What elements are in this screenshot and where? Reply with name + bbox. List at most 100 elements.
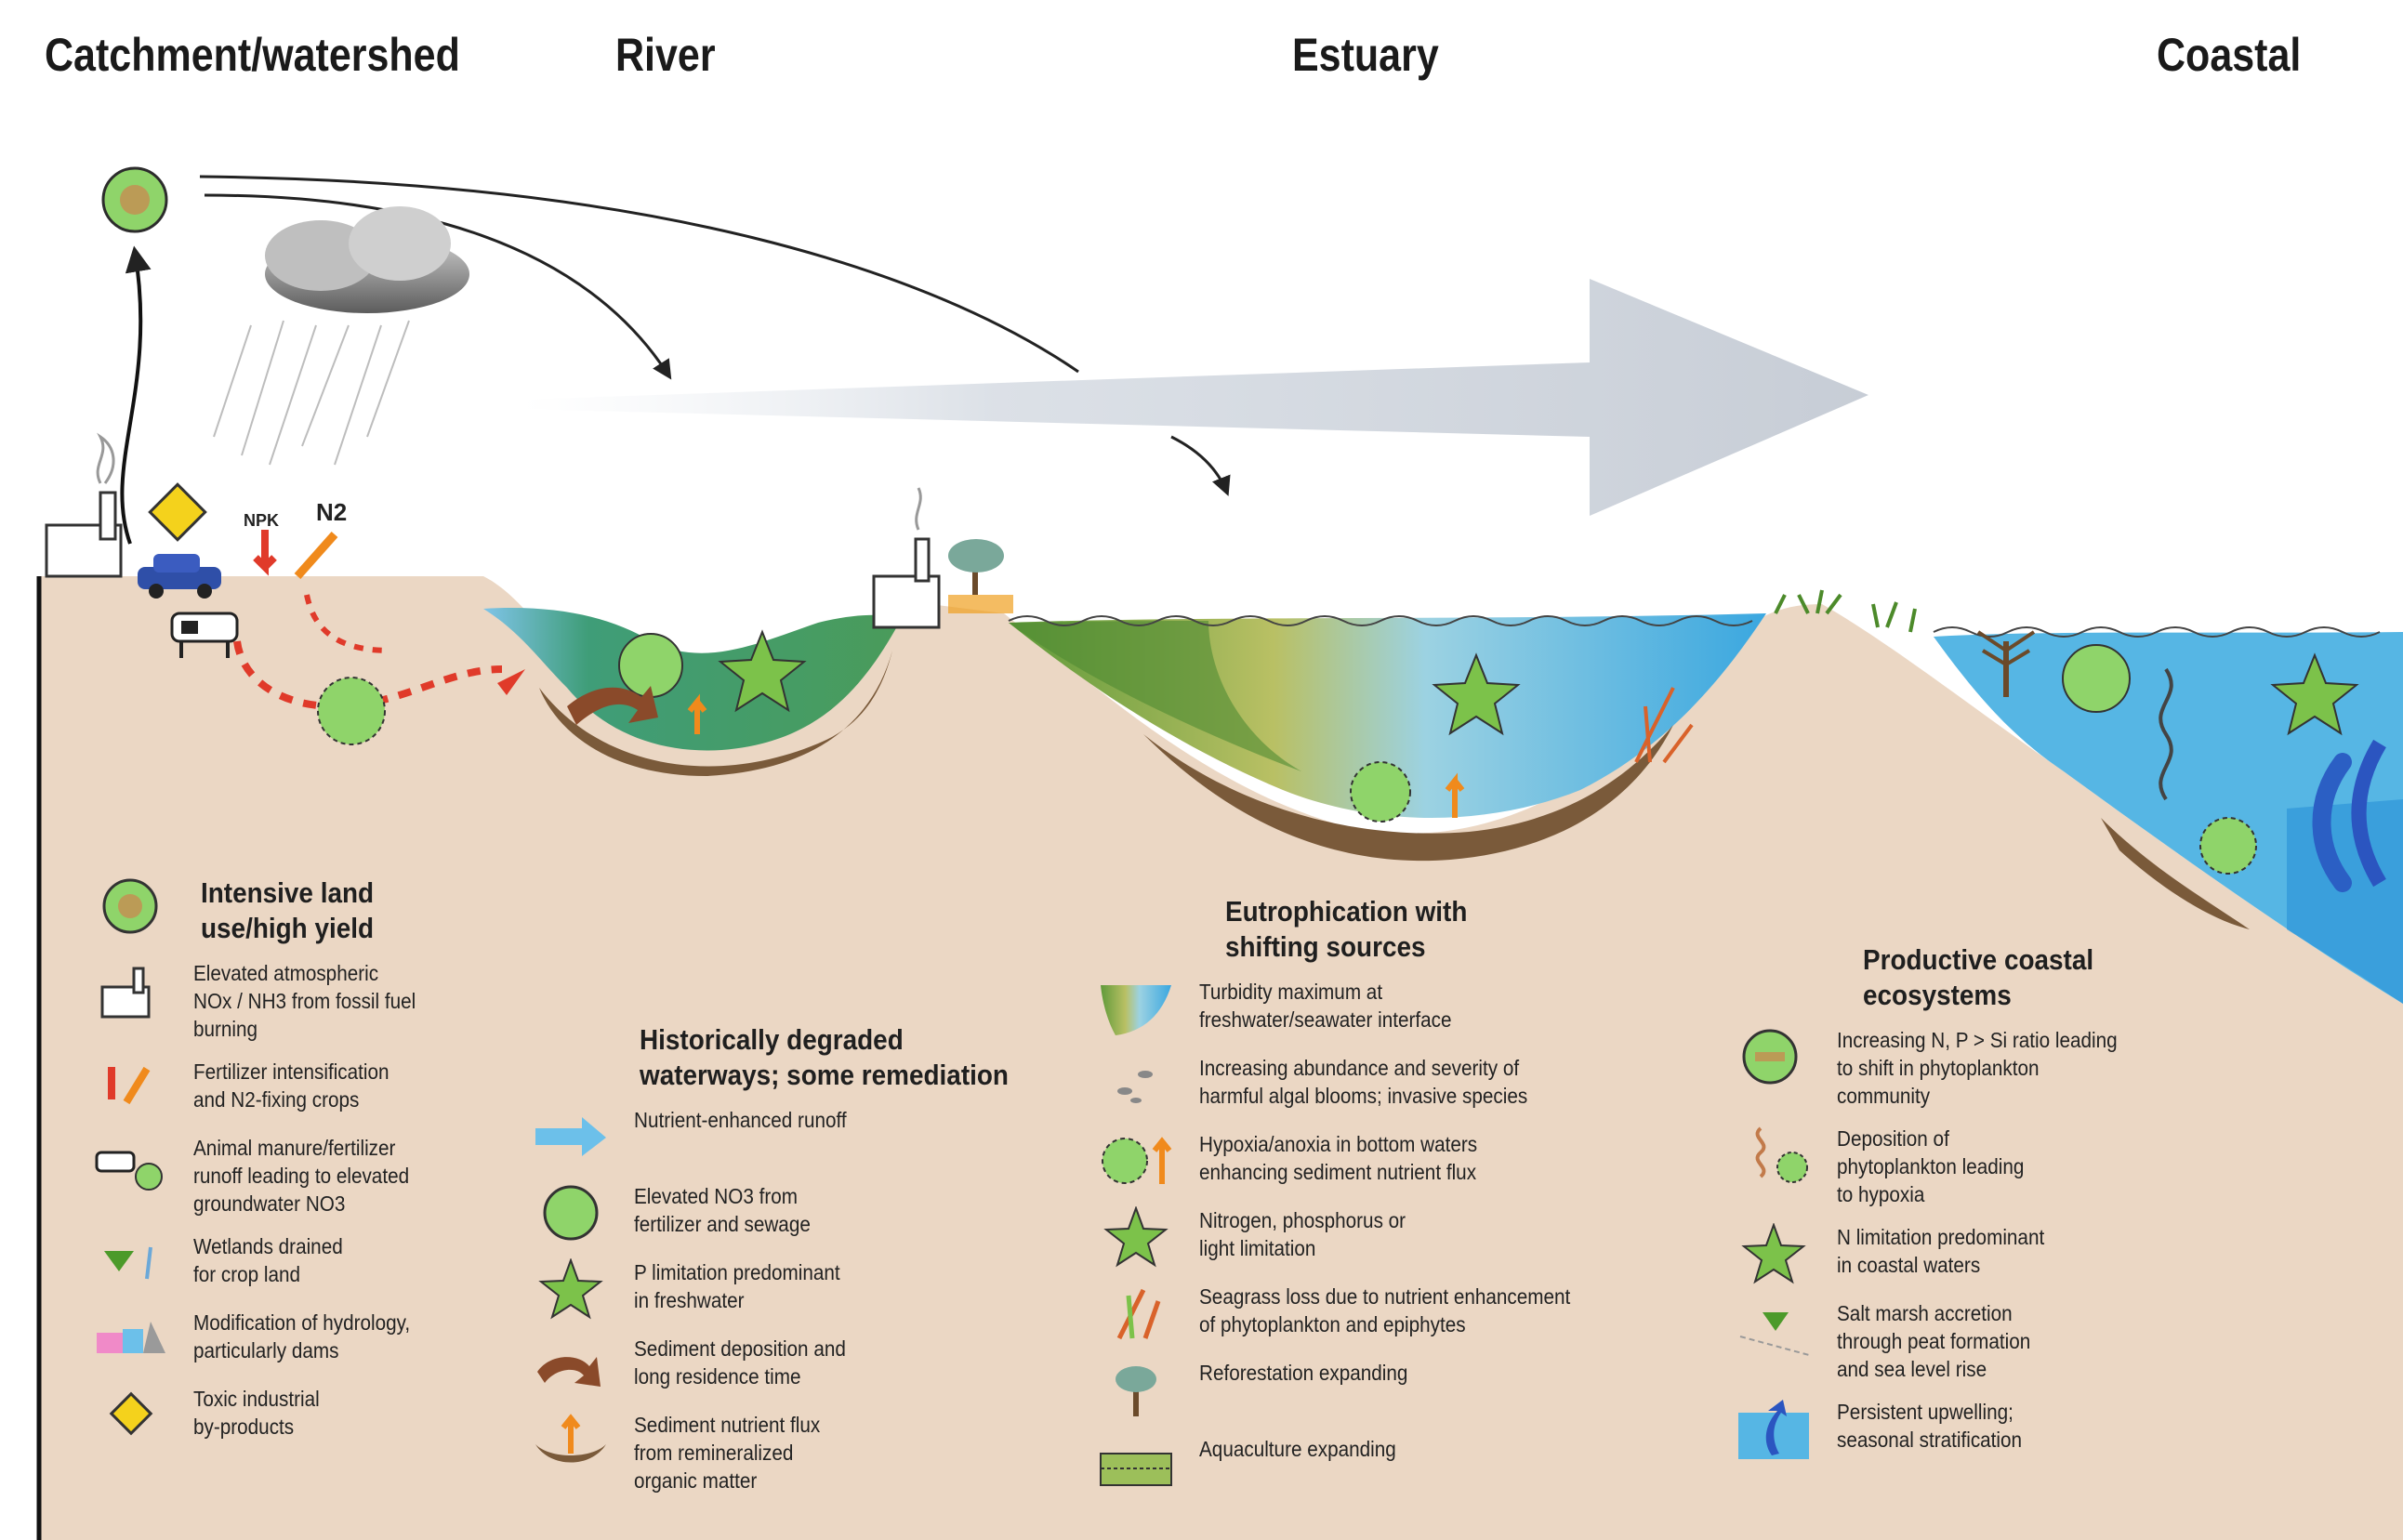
legend-text: Toxic industrial by-products	[193, 1387, 320, 1439]
tree-icon	[1116, 1366, 1156, 1416]
star-limitation-icon	[1741, 1223, 1806, 1284]
legend-text: Nutrient-enhanced runoff	[634, 1108, 847, 1132]
dam-icon	[97, 1322, 165, 1353]
legend-text: Deposition of phytoplankton leading to h…	[1837, 1126, 2025, 1206]
factory-river-icon	[872, 487, 941, 629]
legend-estuary-heading: Eutrophication with shifting sources	[1225, 895, 1468, 963]
legend-item: Nutrient-enhanced runoff	[532, 1106, 1123, 1167]
star-limitation-icon	[1103, 1206, 1168, 1268]
legend-text: N limitation predominant in coastal wate…	[1837, 1225, 2045, 1277]
estuary-limitation-star	[1432, 652, 1521, 736]
n2-label: N2	[316, 498, 347, 526]
legend-text: Seagrass loss due to nutrient enhancemen…	[1199, 1284, 1571, 1336]
seaward-flow-arrow	[521, 279, 1868, 516]
fertilizer-icon	[108, 1066, 151, 1105]
legend-text: Increasing abundance and severity of har…	[1199, 1056, 1528, 1108]
algae-bloom-icon	[1117, 1071, 1153, 1103]
legend-text: Fertilizer intensification and N2-fixing…	[193, 1060, 389, 1112]
hypoxia-icon	[1102, 1137, 1172, 1184]
runoff-arrowhead	[497, 669, 525, 695]
estuary-sediment-flux-icon	[1445, 772, 1465, 818]
factory-left-icon	[45, 432, 123, 578]
aquaculture-icon	[1100, 1453, 1172, 1486]
estuary-hypoxia-icon	[1350, 761, 1411, 823]
zone-title-estuary: Estuary	[1292, 29, 1439, 81]
river-sediment-flux-icon	[687, 693, 707, 734]
ground-profile	[37, 576, 2403, 1540]
legend-item: P limitation predominant in freshwater	[532, 1258, 1123, 1320]
deposition-icon	[1755, 1126, 1808, 1183]
legend-item: Toxic industrial by-products	[91, 1385, 684, 1446]
legend-text: P limitation predominant in freshwater	[634, 1260, 840, 1312]
coastal-tree-icon	[1976, 630, 2036, 697]
legend-text: Hypoxia/anoxia in bottom waters enhancin…	[1199, 1132, 1478, 1184]
legend-item: Elevated NO3 from fertilizer and sewage	[532, 1182, 1123, 1244]
legend-text: Elevated NO3 from fertilizer and sewage	[634, 1184, 811, 1236]
legend-catchment-heading-icon	[102, 878, 158, 934]
legend-item: Elevated atmospheric NOx / NH3 from foss…	[91, 959, 684, 1043]
legend-item: Modification of hydrology, particularly …	[91, 1309, 684, 1370]
legend-estuary: Eutrophication with shifting sources Tur…	[1097, 894, 1709, 1511]
legend-item: Nitrogen, phosphorus or light limitation	[1097, 1206, 1709, 1268]
legend-text: Salt marsh accretion through peat format…	[1837, 1301, 2031, 1381]
atmospheric-nutrient-icon	[101, 166, 168, 233]
legend-item: Aquaculture expanding	[1097, 1435, 1709, 1496]
turbidity-icon	[1101, 985, 1171, 1035]
estuary-basin	[1009, 613, 1766, 862]
zone-title-river: River	[615, 29, 716, 81]
legend-item: Animal manure/fertilizer runoff leading …	[91, 1134, 684, 1218]
legend-item: Reforestation expanding	[1097, 1359, 1709, 1420]
toxic-diamond-icon	[109, 1391, 153, 1436]
groundwater-nitrate-icon	[317, 677, 386, 745]
legend-text: Elevated atmospheric NOx / NH3 from foss…	[193, 961, 416, 1041]
coastal-hypoxia-icon	[2199, 817, 2257, 875]
atmospheric-deposition-arrow-3	[1170, 435, 1231, 496]
ratio-circle-icon	[1742, 1029, 1798, 1085]
factory-icon	[100, 967, 151, 1019]
atmospheric-deposition-arrow-2	[199, 175, 1079, 374]
zone-title-catchment: Catchment/watershed	[45, 29, 460, 81]
water-surface-waves	[1008, 615, 2381, 638]
zone-title-coastal: Coastal	[2157, 29, 2302, 81]
legend-river: Historically degraded waterways; some re…	[532, 1022, 1123, 1509]
river-sediment-arrow	[567, 686, 658, 725]
salt-marsh-icon	[1739, 1312, 1810, 1356]
legend-item: Seagrass loss due to nutrient enhancemen…	[1097, 1283, 1709, 1344]
upwelling-arrow	[2351, 739, 2386, 888]
legend-item: Sediment nutrient flux from remineralize…	[532, 1411, 1123, 1494]
cow-manure-icon	[95, 1151, 163, 1191]
legend-text: Animal manure/fertilizer runoff leading …	[193, 1136, 410, 1216]
salt-marsh-grass-icon	[1774, 589, 1917, 633]
seagrass-scene-icon	[1634, 687, 1694, 764]
legend-text: Modification of hydrology, particularly …	[193, 1310, 411, 1362]
legend-text: Aquaculture expanding	[1199, 1437, 1396, 1461]
estuary-tree-icon	[948, 539, 1013, 613]
phytoplankton-deposition-scene-icon	[2159, 667, 2173, 801]
upwelling-icon	[1738, 1400, 1809, 1459]
coastal-water	[1934, 632, 2403, 1004]
legend-text: Increasing N, P > Si ratio leading to sh…	[1837, 1028, 2118, 1108]
legend-item: Deposition of phytoplankton leading to h…	[1735, 1125, 2346, 1208]
legend-river-heading: Historically degraded waterways; some re…	[640, 1023, 1009, 1091]
legend-text: Reforestation expanding	[1199, 1361, 1408, 1385]
toxic-diamond-scene-icon	[148, 482, 207, 542]
cow-icon	[170, 612, 239, 658]
legend-item: Sediment deposition and long residence t…	[532, 1335, 1123, 1396]
car-icon	[138, 554, 221, 599]
seagrass-icon	[1116, 1288, 1161, 1340]
legend-item: Salt marsh accretion through peat format…	[1735, 1299, 2346, 1383]
rain-cloud-icon	[213, 206, 469, 466]
npk-label: NPK	[244, 511, 279, 530]
emission-up-arrow	[120, 245, 152, 545]
coastal-n-limitation-star	[2270, 652, 2359, 736]
wetland-icon	[104, 1246, 152, 1280]
coastal-ratio-icon	[2062, 644, 2131, 713]
fertilizer-red-arrow	[253, 530, 277, 576]
legend-text: Sediment deposition and long residence t…	[634, 1336, 846, 1389]
legend-catchment: Intensive land use/high yield Elevated a…	[91, 875, 684, 1461]
groundwater-runoff-arrow-2	[304, 594, 391, 653]
legend-catchment-heading: Intensive land use/high yield	[201, 876, 375, 944]
legend-coastal: Productive coastal ecosystems Increasing…	[1735, 942, 2346, 1474]
legend-item: N limitation predominant in coastal wate…	[1735, 1223, 2346, 1284]
